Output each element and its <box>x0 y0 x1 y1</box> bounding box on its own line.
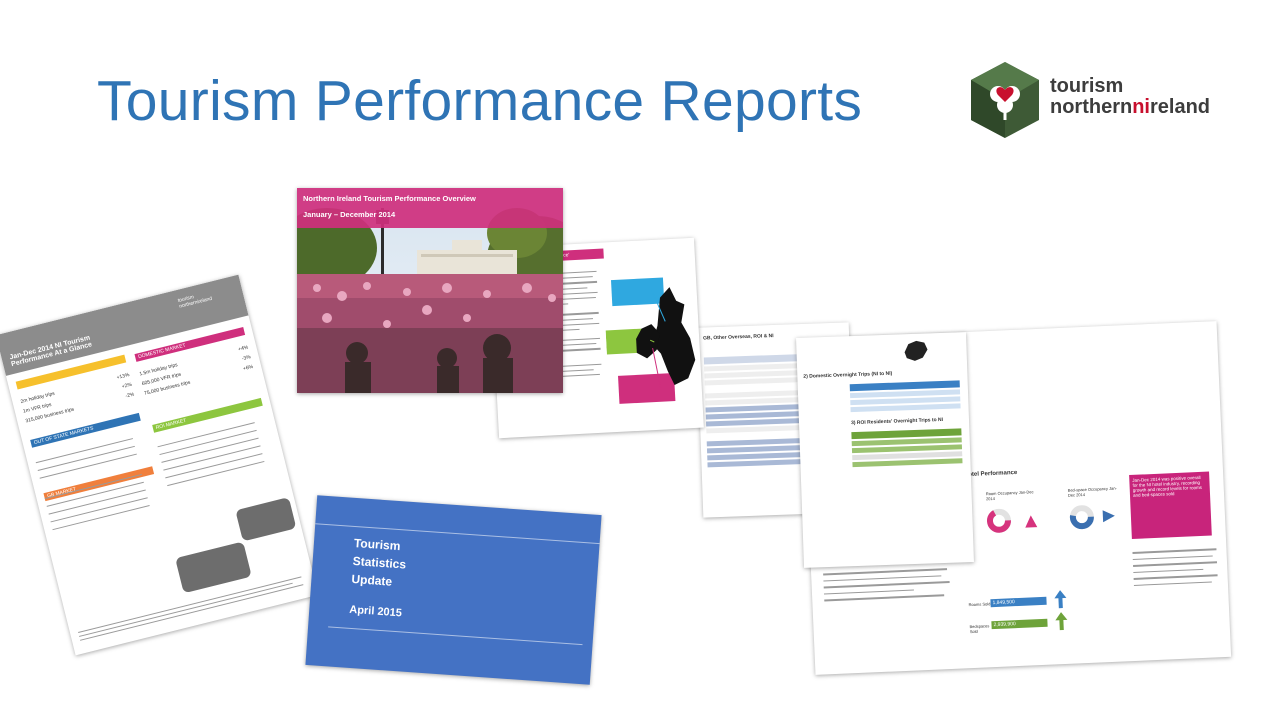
glance-speech-bubble <box>175 541 252 594</box>
overview-period: January – December 2014 <box>303 210 396 219</box>
hotel-callout: Jan-Dec 2014 was positive overall for th… <box>1129 471 1212 539</box>
other-overseas-heading: GB, Other Overseas, ROI & NI <box>703 333 774 342</box>
uk-ireland-map-icon <box>605 277 696 404</box>
glance-lower-left-lines <box>34 428 163 537</box>
report-detail-page-right[interactable]: 5) Hotel Performance Room Occupancy Jan-… <box>800 321 1232 675</box>
update-title-line1: Tourism <box>353 535 401 554</box>
tourism-ni-logo: tourism northernnireland <box>968 60 1218 140</box>
logo-line1: tourism <box>1050 75 1124 97</box>
logo-line2: northernnireland <box>1050 97 1210 118</box>
domestic-section-heading: 2) Domestic Overnight Trips (NI to NI) <box>803 370 893 380</box>
occupancy-donuts <box>986 505 1115 533</box>
bedspaces-sold-value: 2,939,900 <box>991 618 1048 630</box>
glance-pct: -3% <box>241 354 252 363</box>
shamrock-heart-icon <box>971 62 1039 138</box>
glance-pct: -2% <box>124 391 135 400</box>
roi-section-heading: 3) ROI Residents' Overnight Trips to NI <box>850 416 944 427</box>
glance-pct: +4% <box>237 344 249 353</box>
update-title-line3: Update <box>351 571 393 589</box>
room-occupancy-label: Room Occupancy Jan-Dec 2014 <box>985 489 1034 502</box>
roi-notes-lower <box>823 563 955 606</box>
report-detail-page-middle[interactable]: 2) Domestic Overnight Trips (NI to NI) 3… <box>796 332 974 568</box>
report-overview-cover[interactable]: Northern Ireland Tourism Performance Ove… <box>297 188 563 393</box>
glance-speech-bubble <box>235 497 297 542</box>
logo-reland: reland <box>1150 96 1211 118</box>
report-at-a-glance[interactable]: Jan-Dec 2014 NI Tourism Performance At a… <box>0 274 319 656</box>
bedspaces-sold-label: Bedspaces Sold <box>969 623 990 635</box>
report-overview-inner-page[interactable]: Tourism Performance 'At Glance' <box>489 237 704 439</box>
roi-trips-table <box>851 428 963 469</box>
domestic-table <box>849 380 961 414</box>
glance-pct: +6% <box>242 363 254 373</box>
stormont-crowd-photo <box>297 188 563 393</box>
cover-rule-bottom <box>328 626 583 646</box>
update-title-line2: Statistics <box>352 553 407 572</box>
growth-arrows <box>1054 590 1068 631</box>
rooms-sold-value: 1,849,500 <box>990 596 1047 608</box>
slide-title: Tourism Performance Reports <box>97 69 863 133</box>
logo-ni: ni <box>1132 96 1150 118</box>
ni-map-icon <box>904 340 928 361</box>
callout-bullets <box>1132 543 1220 591</box>
glance-pct: +2% <box>121 381 133 391</box>
bed-occupancy-label: Bed-space Occupancy Jan-Dec 2014 <box>1067 485 1117 498</box>
glance-pct: +13% <box>116 372 131 382</box>
report-statistics-update-cover[interactable]: Tourism Statistics Update April 2015 <box>305 495 602 685</box>
logo-northern: northern <box>1050 96 1133 118</box>
logo-wordmark: tourism northernnireland <box>1050 76 1210 118</box>
overview-title: Northern Ireland Tourism Performance Ove… <box>303 194 476 203</box>
rooms-sold-label: Rooms Sold <box>968 601 991 608</box>
update-date: April 2015 <box>348 603 403 620</box>
